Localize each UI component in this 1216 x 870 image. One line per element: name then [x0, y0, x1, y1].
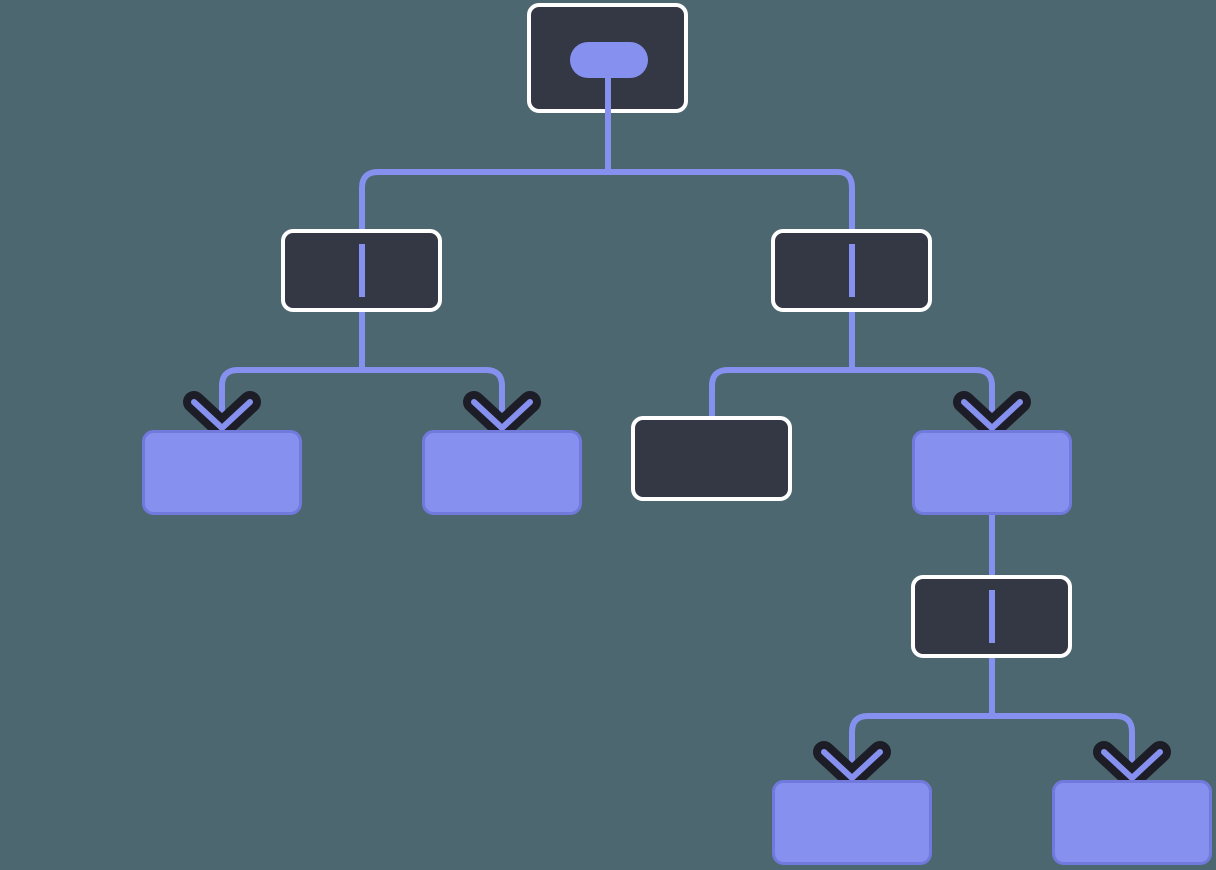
connector-bus-3	[709, 367, 995, 430]
node-leaf-3-dark[interactable]	[631, 416, 792, 501]
node-inner-layer	[359, 42, 995, 643]
arrow-leaf-6	[1093, 741, 1171, 789]
arrow-inner	[471, 399, 533, 431]
node-leaf-4[interactable]	[912, 430, 1072, 515]
connector-bus-1	[359, 169, 855, 229]
arrow-inner	[821, 749, 883, 781]
arrow-inner	[191, 399, 253, 431]
node-root-pill	[570, 42, 648, 78]
node-leaf-5[interactable]	[772, 780, 932, 865]
node-leaf-1[interactable]	[142, 430, 302, 515]
connector-bus-4	[849, 713, 1135, 780]
node-layer	[142, 3, 1212, 865]
arrow-leaf-2	[463, 391, 541, 439]
arrowhead-layer	[183, 391, 1171, 789]
arrow-leaf-4	[953, 391, 1031, 439]
node-leaf-6[interactable]	[1052, 780, 1212, 865]
arrow-inner	[961, 399, 1023, 431]
arrow-leaf-5	[813, 741, 891, 789]
arrow-leaf-1	[183, 391, 261, 439]
node-leaf-2[interactable]	[422, 430, 582, 515]
connector-bus-2	[219, 367, 505, 430]
arrow-inner	[1101, 749, 1163, 781]
connector-layer	[219, 113, 1135, 780]
